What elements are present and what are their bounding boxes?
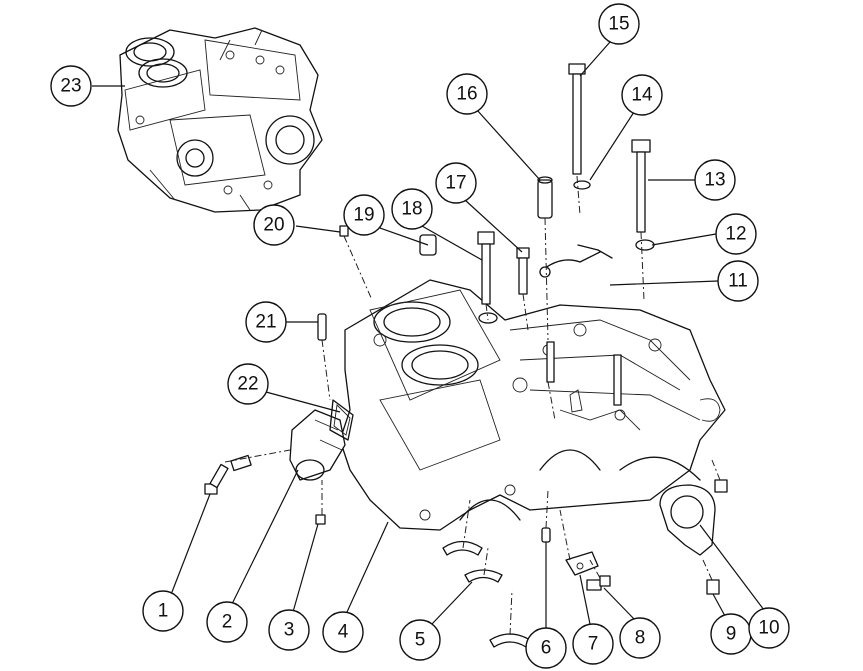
pin-21	[317, 313, 327, 341]
callout-18: 18	[391, 188, 433, 230]
bolt-18	[477, 231, 495, 305]
pipe-11	[539, 244, 613, 278]
callout-label: 15	[608, 14, 629, 35]
callout-label: 7	[588, 634, 599, 655]
gasket-22	[329, 399, 354, 441]
callout-8: 8	[619, 617, 661, 659]
bearing-shell-5a	[442, 540, 483, 556]
bolt-9	[706, 579, 720, 595]
callout-label: 4	[338, 622, 349, 643]
oil-pump-cover	[659, 484, 716, 556]
bolt-1-top	[230, 454, 252, 472]
callout-label: 22	[237, 374, 258, 395]
crankcase-half	[339, 279, 726, 531]
callout-label: 5	[415, 630, 426, 651]
callout-10: 10	[748, 607, 790, 649]
callout-15: 15	[598, 3, 640, 45]
callout-2: 2	[206, 601, 248, 643]
bracket-7	[565, 551, 599, 576]
bolt-15	[568, 63, 586, 175]
callout-23: 23	[50, 65, 92, 107]
callout-label: 8	[635, 628, 646, 649]
water-outlet-housing	[289, 409, 346, 481]
callout-20: 20	[253, 204, 295, 246]
callout-label: 11	[728, 271, 748, 292]
callout-21: 21	[245, 301, 287, 343]
callout-label: 13	[704, 170, 725, 191]
crankcase-assembled-inset	[117, 27, 323, 213]
bearing-shell-6	[489, 633, 531, 648]
callout-19: 19	[343, 194, 385, 236]
callout-label: 20	[263, 215, 284, 236]
bolt-1	[204, 463, 229, 495]
bearing-shell-5b	[464, 569, 503, 583]
callout-5: 5	[399, 619, 441, 661]
callout-4: 4	[322, 611, 364, 653]
callout-12: 12	[715, 213, 757, 255]
callout-label: 10	[758, 618, 779, 639]
bolt-13	[631, 139, 651, 233]
bolt-8	[586, 575, 611, 591]
callout-3: 3	[268, 609, 310, 651]
plug-3	[315, 514, 326, 525]
callout-9: 9	[710, 613, 752, 655]
callout-label: 21	[255, 312, 276, 333]
callout-22: 22	[227, 363, 269, 405]
callout-label: 23	[60, 76, 81, 97]
dowel-6	[541, 527, 551, 543]
dowel-16	[537, 176, 553, 219]
callout-1: 1	[142, 590, 184, 632]
callout-label: 12	[725, 224, 746, 245]
callout-label: 3	[284, 620, 295, 641]
callout-17: 17	[435, 162, 477, 204]
assembly-lines	[224, 175, 721, 636]
callout-label: 18	[401, 199, 422, 220]
callout-6: 6	[525, 627, 567, 669]
callout-label: 16	[456, 84, 477, 105]
leader-lines	[92, 41, 765, 630]
bolt-10	[714, 479, 728, 493]
plug-20	[339, 225, 349, 237]
callout-13: 13	[694, 159, 736, 201]
washer-14	[573, 180, 591, 190]
callout-label: 17	[445, 173, 466, 194]
callout-11: 11	[717, 260, 759, 302]
washer-18	[478, 312, 498, 324]
washer-12	[635, 239, 655, 251]
stud-bolts	[546, 341, 622, 406]
callout-label: 2	[222, 612, 233, 633]
bolt-17	[516, 247, 530, 295]
callout-label: 1	[158, 601, 169, 622]
callout-label: 19	[353, 205, 374, 226]
callout-label: 14	[631, 85, 653, 106]
callout-7: 7	[572, 623, 614, 665]
callout-label: 9	[726, 624, 737, 645]
callout-14: 14	[621, 74, 663, 116]
callout-16: 16	[446, 73, 488, 115]
callout-label: 6	[541, 638, 552, 659]
